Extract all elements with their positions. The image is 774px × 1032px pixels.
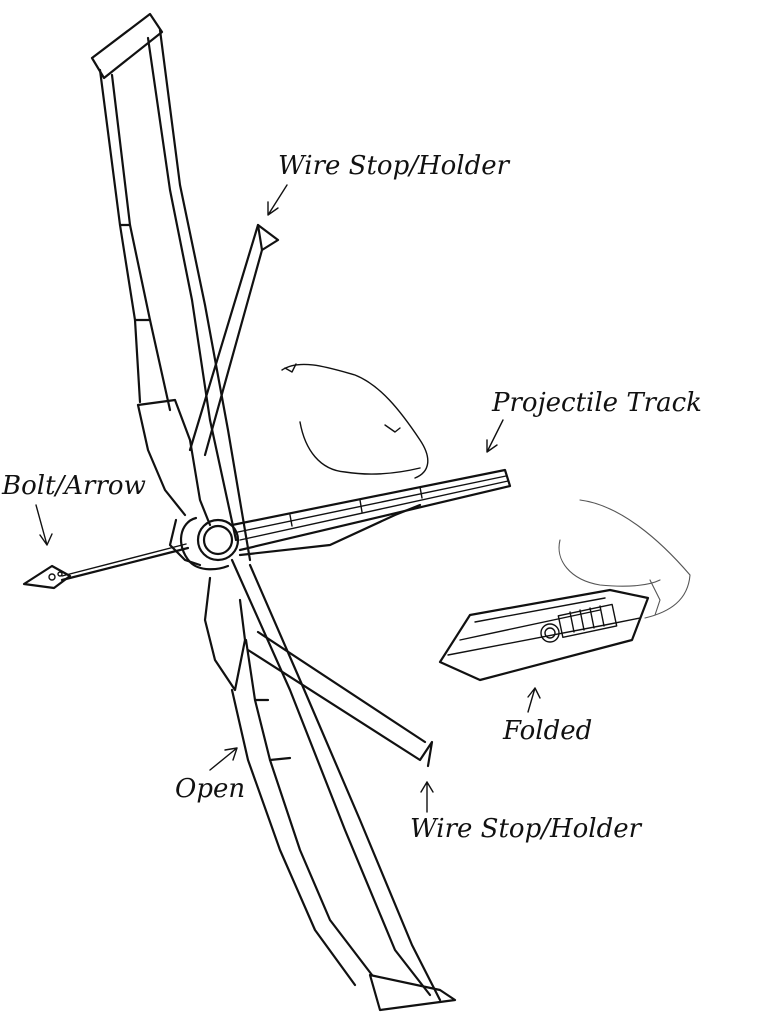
central-pivot — [179, 516, 240, 571]
upper-bow-limb — [90, 12, 252, 562]
folded-label: Folded — [503, 716, 593, 746]
wire-stop-bottom-label: Wire Stop/Holder — [410, 814, 642, 844]
projectile-track-label: Projectile Track — [492, 388, 702, 418]
bolt-arrow-label: Bolt/Arrow — [2, 471, 146, 501]
lower-wire-stop-arm — [246, 630, 434, 768]
lower-bow-limb — [230, 558, 457, 1012]
arrow-open — [209, 747, 238, 771]
wire-stop-top-label: Wire Stop/Holder — [278, 151, 510, 181]
arrow-folded — [527, 687, 541, 713]
open-label: Open — [175, 774, 246, 804]
arrow-bolt — [35, 504, 53, 546]
arrow-wire-stop-bottom — [420, 781, 434, 813]
hinge-plates — [136, 398, 247, 692]
projectile-track-stock — [230, 468, 512, 557]
bolt-arrow-shaft — [22, 543, 190, 590]
arrow-wire-stop-top — [267, 184, 288, 216]
hand-sketch — [281, 363, 429, 479]
upper-wire-stop-arm — [188, 223, 280, 457]
folded-crossbow — [438, 499, 691, 682]
pointer-arrows — [35, 184, 541, 813]
arrow-projectile-track — [486, 419, 504, 453]
